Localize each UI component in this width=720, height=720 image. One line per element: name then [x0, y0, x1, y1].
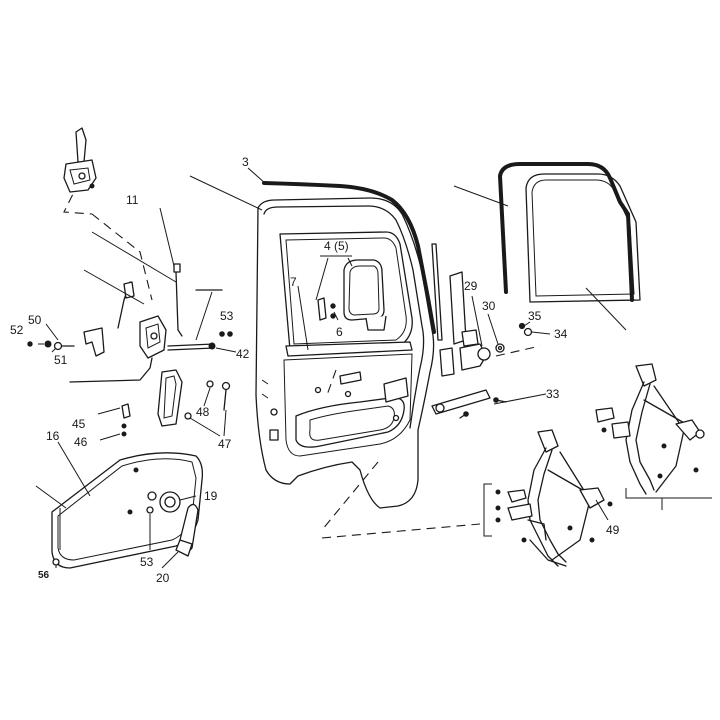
callout-3: 3 — [242, 155, 249, 169]
leader-lines — [35, 167, 627, 569]
callout-11: 11 — [126, 193, 139, 207]
mirror-assembly — [315, 255, 387, 331]
hinge-bolts — [495, 322, 533, 353]
striker-parts — [27, 327, 105, 357]
weatherstrip-seal — [262, 181, 436, 334]
callout-49: 49 — [606, 523, 620, 537]
callout-53-upper: 53 — [220, 309, 234, 323]
callout-34: 34 — [554, 327, 568, 341]
division-channel — [431, 243, 443, 341]
window-regulator-left — [483, 429, 613, 567]
callout-16: 16 — [46, 429, 60, 443]
callout-50: 50 — [28, 313, 42, 327]
callout-48: 48 — [196, 405, 210, 419]
callout-47: 47 — [218, 437, 232, 451]
glass-run-channel — [497, 162, 634, 302]
callout-42: 42 — [236, 347, 250, 361]
callout-labels: 3 4 (5) 6 7 11 16 19 20 29 30 33 34 35 4… — [10, 155, 620, 585]
callout-20: 20 — [156, 571, 170, 585]
door-hinge — [439, 271, 491, 377]
rod-clips — [195, 289, 233, 341]
door-glass — [525, 173, 641, 303]
callout-19: 19 — [204, 489, 218, 503]
trim-screw — [52, 558, 60, 566]
screws — [184, 380, 231, 420]
callout-33: 33 — [546, 387, 560, 401]
upper-latch-assembly — [63, 127, 97, 193]
callout-46: 46 — [74, 435, 88, 449]
callout-7: 7 — [290, 275, 297, 289]
assembly-guide-lines — [63, 167, 541, 539]
callout-30: 30 — [482, 299, 496, 313]
callout-53-lower: 53 — [140, 555, 154, 569]
callout-45: 45 — [72, 417, 86, 431]
window-regulator-right — [595, 363, 712, 510]
inside-handle-parts — [121, 369, 183, 437]
callout-51: 51 — [54, 353, 68, 367]
callout-29: 29 — [464, 279, 478, 293]
callout-35: 35 — [528, 309, 542, 323]
window-crank-parts — [146, 491, 199, 557]
lower-latch-assembly — [69, 315, 167, 383]
callout-6: 6 — [336, 325, 343, 339]
callout-56: 56 — [38, 570, 50, 581]
callout-4-5: 4 (5) — [324, 239, 349, 253]
lock-rods — [83, 231, 216, 351]
callout-52: 52 — [10, 323, 24, 337]
door-check-strap — [431, 389, 507, 419]
